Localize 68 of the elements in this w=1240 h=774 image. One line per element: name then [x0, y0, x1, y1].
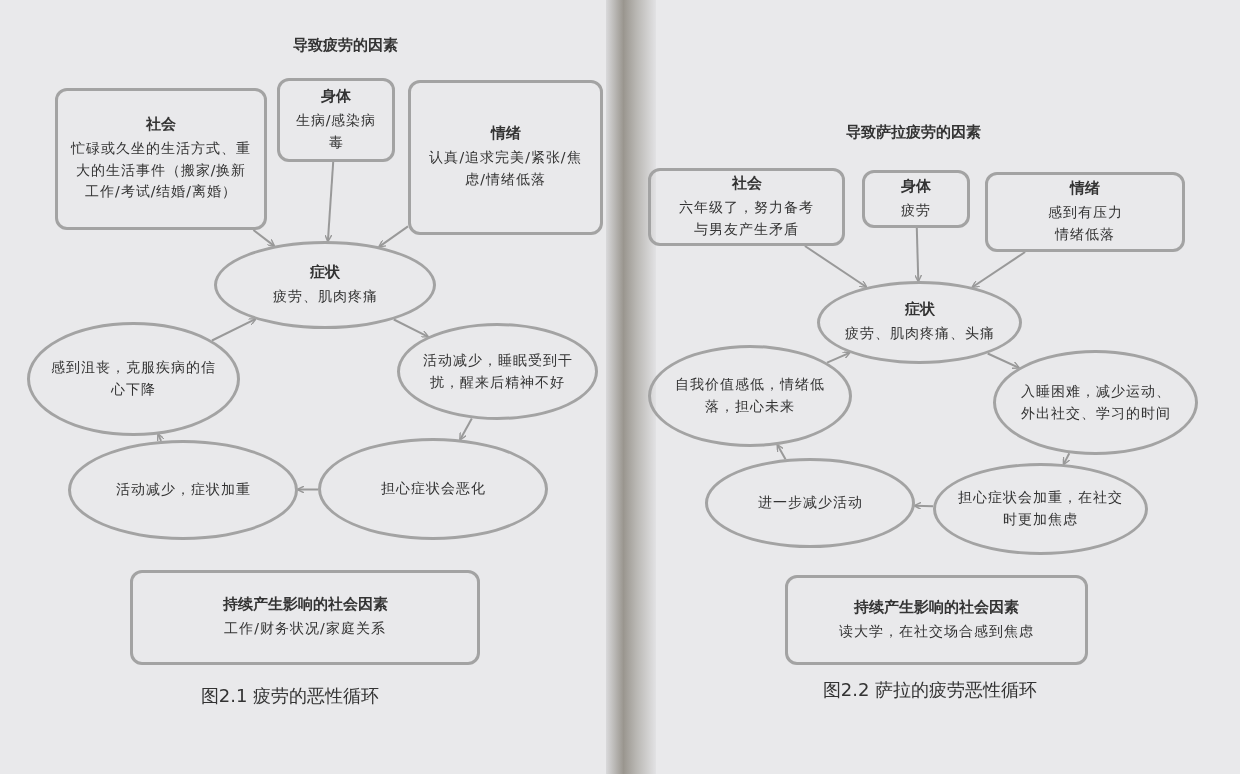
arrow	[776, 443, 787, 461]
factor-box	[130, 570, 480, 665]
arrow	[826, 351, 851, 364]
body-text: 读大学，在社交场合感到焦虑	[839, 621, 1034, 641]
body-text: 自我价值感低，情绪低落，担心未来	[674, 375, 826, 416]
symptom-ellipse	[214, 241, 436, 329]
body-text: 感到有压力	[1047, 202, 1123, 222]
cycle-ellipse	[68, 440, 298, 540]
arrow	[913, 227, 923, 283]
heading-text: 情绪	[490, 124, 521, 144]
figure-caption: 图2.1 疲劳的恶性循环	[200, 684, 380, 708]
arrow	[378, 225, 409, 248]
body-text: 感到沮丧，克服疾病的信心下降	[50, 358, 217, 399]
heading-text: 身体	[321, 86, 351, 106]
body-text: 担心症状会恶化	[380, 479, 486, 499]
body-text: 生病/感染病毒	[294, 110, 378, 152]
heading-text: 症状	[310, 262, 340, 282]
body-text: 疲劳、肌肉疼痛、头痛	[844, 324, 995, 344]
cycle-ellipse	[318, 438, 548, 540]
body-text: 担心症状会加重，在社交时更加焦虑	[957, 488, 1124, 529]
arrow	[156, 433, 165, 443]
body-text: 活动减少，症状加重	[115, 480, 251, 500]
arrow	[324, 161, 335, 243]
heading-text: 持续产生影响的社会因素	[222, 595, 388, 615]
body-text: 入睡困难，减少运动、外出社交、学习的时间	[1019, 381, 1172, 423]
factor-box	[785, 575, 1088, 665]
arrow	[986, 352, 1021, 369]
symptom-ellipse	[817, 281, 1022, 364]
arrow	[971, 251, 1027, 289]
body-text: 活动减少，睡眠受到干扰，醒来后精神不好	[421, 350, 574, 392]
cycle-ellipse	[648, 345, 852, 447]
arrow	[459, 417, 473, 441]
body-text: 疲劳	[901, 200, 931, 220]
factor-box	[985, 172, 1185, 252]
cycle-ellipse	[705, 458, 915, 548]
factor-box	[862, 170, 970, 228]
body-text: 与男友产生矛盾	[694, 219, 799, 239]
body-text: 疲劳、肌肉疼痛	[272, 286, 378, 306]
factor-box	[55, 88, 267, 230]
cycle-ellipse	[993, 350, 1198, 455]
arrow	[252, 229, 276, 248]
factor-box	[408, 80, 603, 235]
heading-text: 情绪	[1070, 178, 1100, 198]
arrow	[211, 318, 257, 342]
body-text: 情绪低落	[1055, 224, 1115, 244]
factor-box	[277, 78, 395, 162]
arrow	[803, 245, 868, 289]
heading-text: 身体	[901, 176, 931, 196]
factor-box	[648, 168, 845, 246]
body-text: 进一步减少活动	[757, 493, 863, 513]
body-text: 六年级了，努力备考	[679, 197, 814, 217]
arrow	[1062, 452, 1071, 466]
body-text: 工作/财务状况/家庭关系	[224, 619, 386, 639]
heading-text: 症状	[904, 300, 935, 320]
arrow	[392, 318, 430, 338]
heading-text: 社会	[731, 173, 762, 193]
heading-text: 社会	[146, 114, 176, 134]
cycle-ellipse	[933, 463, 1148, 555]
section-heading: 导致萨拉疲劳的因素	[845, 123, 981, 142]
figure-caption: 图2.2 萨拉的疲劳恶性循环	[822, 678, 1038, 702]
arrow	[913, 501, 935, 511]
section-heading: 导致疲劳的因素	[292, 36, 398, 55]
arrow	[296, 485, 319, 494]
heading-text: 持续产生影响的社会因素	[854, 597, 1019, 617]
body-text: 认真/追求完美/紧张/焦虑/情绪低落	[428, 148, 583, 189]
cycle-ellipse	[27, 322, 240, 436]
body-text: 忙碌或久坐的生活方式、重大的生活事件（搬家/换新工作/考试/结婚/离婚）	[70, 138, 252, 202]
cycle-ellipse	[397, 323, 598, 420]
